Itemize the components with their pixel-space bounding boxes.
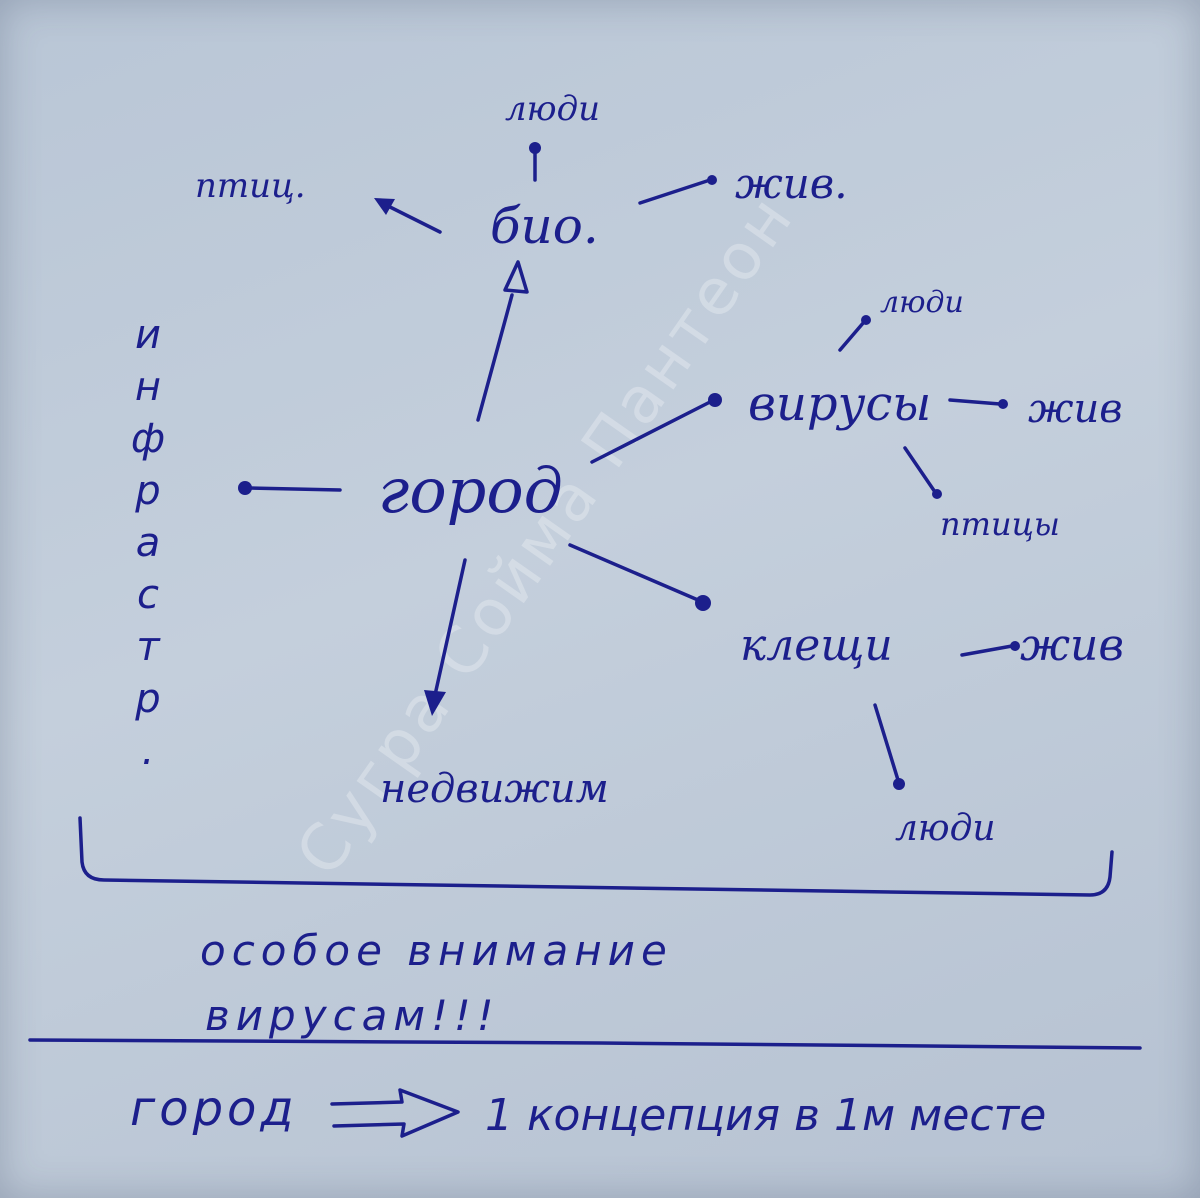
edge-bio-animals xyxy=(638,178,712,205)
infrastructure-letter: н xyxy=(135,364,161,410)
node-animals-top: жив. xyxy=(735,159,848,208)
grouping-bracket xyxy=(78,816,1114,897)
node-city: город xyxy=(378,454,563,527)
footer-city: город xyxy=(130,1081,298,1137)
edge-viruses-people-dot xyxy=(861,315,871,325)
edge-viruses-people xyxy=(838,320,866,352)
footer-arrow-icon xyxy=(330,1088,460,1138)
note-line-2: вирусам!!! xyxy=(205,991,500,1040)
note-line-1: особое внимание xyxy=(200,926,673,975)
infrastructure-letter: ф xyxy=(131,416,165,462)
edge-viruses-animals-dot xyxy=(998,399,1008,409)
edge-city-bio-arrowhead xyxy=(503,260,529,294)
node-people-ticks: люди xyxy=(895,808,996,849)
infrastructure-letter: р xyxy=(134,468,160,514)
infrastructure-letter: и xyxy=(135,312,161,358)
edge-city-ticks-dot xyxy=(695,595,711,611)
node-people-top: люди xyxy=(505,89,600,129)
node-birds-viruses: птицы xyxy=(940,505,1060,543)
node-animals-ticks: жив xyxy=(1020,620,1124,671)
infrastructure-letter: . xyxy=(142,728,155,774)
node-viruses: вирусы xyxy=(748,376,931,432)
infrastructure-letter: с xyxy=(137,572,159,618)
infrastructure-letter: т xyxy=(136,624,161,670)
edge-city-realty xyxy=(433,558,467,697)
edge-city-infra xyxy=(248,486,342,492)
edge-city-realty-arrowhead xyxy=(424,690,446,716)
edge-ticks-people-dot xyxy=(893,778,905,790)
infrastructure-letter: а xyxy=(136,520,161,566)
edge-viruses-birds xyxy=(903,446,937,494)
divider-line xyxy=(28,1038,1142,1050)
node-animals-viruses: жив xyxy=(1028,386,1123,432)
edge-ticks-people xyxy=(873,703,900,782)
edge-bio-animals-dot xyxy=(707,175,717,185)
edge-bio-birds-arrowhead xyxy=(374,198,395,215)
node-birds-top: птиц. xyxy=(195,166,306,206)
edge-viruses-birds-dot xyxy=(932,489,942,499)
node-ticks: клещи xyxy=(740,620,893,671)
edge-ticks-animals-dot xyxy=(1010,641,1020,651)
edge-bio-people-dot xyxy=(529,142,541,154)
edge-city-infra-dot xyxy=(238,481,252,495)
edge-city-viruses-dot xyxy=(708,393,722,407)
edge-viruses-animals xyxy=(948,398,1002,406)
edge-city-bio xyxy=(476,293,514,422)
node-bio: био. xyxy=(490,197,599,255)
footer-target: 1 концепция в 1м месте xyxy=(485,1090,1046,1141)
edge-city-viruses xyxy=(590,400,712,464)
node-realty: недвижим xyxy=(380,766,609,812)
edge-city-ticks xyxy=(568,543,700,602)
infrastructure-letter: р xyxy=(134,676,160,722)
node-people-viruses: люди xyxy=(880,285,964,320)
edge-ticks-animals xyxy=(960,644,1014,657)
